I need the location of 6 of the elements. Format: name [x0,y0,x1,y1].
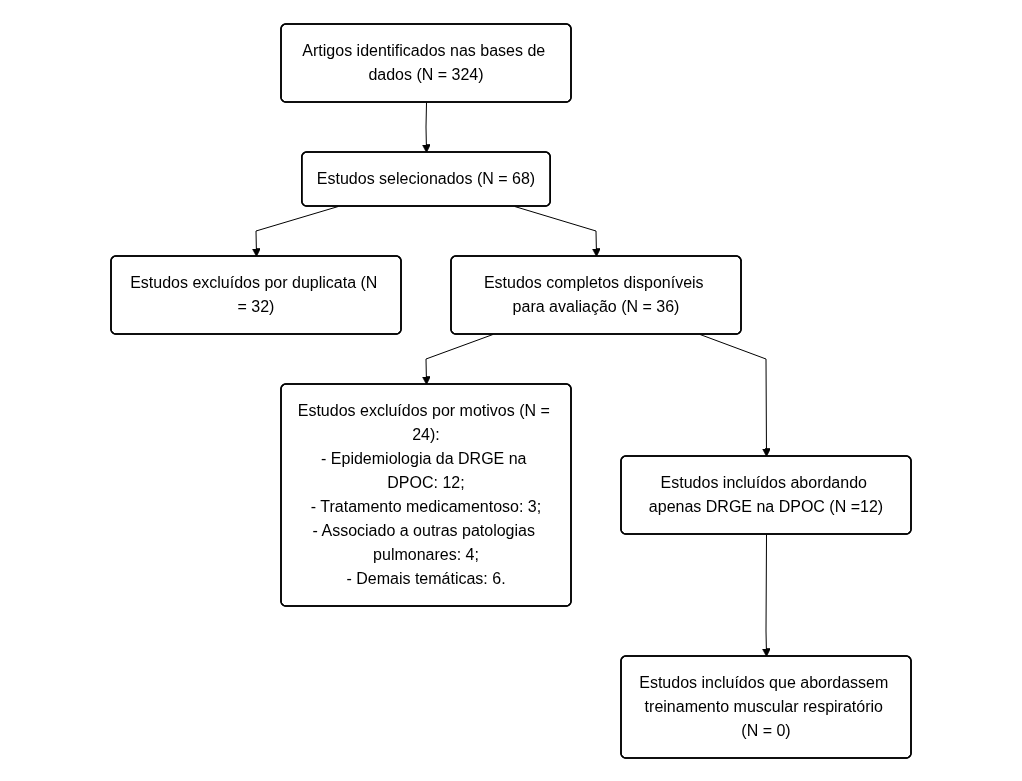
arrow [421,101,431,153]
arrow [514,205,601,257]
arrow [251,205,339,257]
arrow [699,333,771,457]
arrow [421,333,494,385]
arrow [761,533,771,657]
